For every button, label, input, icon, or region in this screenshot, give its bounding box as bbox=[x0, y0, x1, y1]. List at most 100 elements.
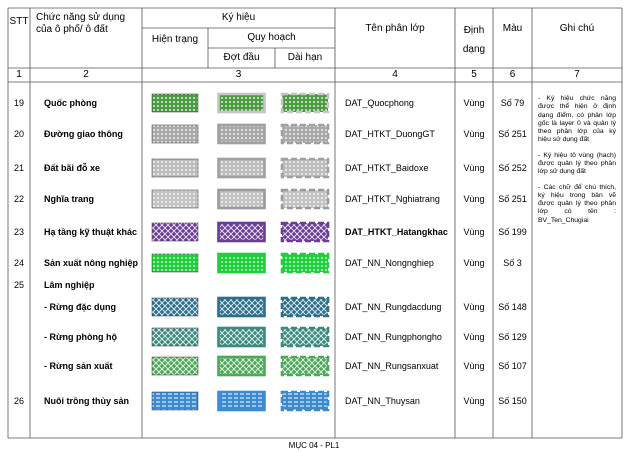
row-stt: 21 bbox=[13, 162, 24, 173]
header-layer: Tên phân lớp bbox=[365, 23, 425, 34]
row-name: Nuôi trồng thủy sản bbox=[44, 395, 129, 406]
row-name: - Rừng đặc dụng bbox=[44, 301, 117, 312]
row-layer: DAT_NN_Rungdacdung bbox=[345, 301, 442, 312]
column-number: 4 bbox=[392, 69, 398, 80]
row-layer: DAT_HTKT_Baidoxe bbox=[345, 162, 429, 173]
row-stt: 20 bbox=[13, 128, 24, 139]
column-number: 2 bbox=[83, 69, 89, 80]
notes-column: - Ký hiệu chức năng được thể hiện ở định… bbox=[538, 95, 616, 232]
row-format: Vùng bbox=[463, 395, 485, 406]
header-long-term: Dài hạn bbox=[287, 52, 323, 63]
row-stt bbox=[8, 329, 30, 345]
symbol-first-phase bbox=[217, 296, 266, 318]
row-layer: DAT_NN_Rungsanxuat bbox=[345, 360, 439, 371]
header-symbol: Ký hiệu bbox=[221, 12, 256, 23]
symbol-first-phase bbox=[217, 326, 266, 348]
symbol-current bbox=[151, 391, 199, 411]
symbol-long-term bbox=[280, 123, 330, 145]
row-name: Sản xuất nông nghiệp bbox=[44, 257, 138, 268]
symbol-long-term bbox=[280, 92, 330, 114]
symbol-current bbox=[151, 124, 199, 144]
header-format: Định dạng bbox=[462, 25, 486, 55]
symbol-first-phase bbox=[217, 390, 266, 412]
row-stt: 23 bbox=[13, 226, 24, 237]
symbol-long-term bbox=[280, 157, 330, 179]
symbol-long-term bbox=[280, 221, 330, 243]
column-number: 7 bbox=[574, 69, 580, 80]
row-stt: 25 bbox=[13, 279, 24, 290]
symbol-first-phase bbox=[217, 355, 266, 377]
note-item: - Ký hiệu chức năng được thể hiện ở định… bbox=[538, 95, 616, 144]
symbol-long-term bbox=[280, 326, 330, 348]
column-number: 6 bbox=[509, 69, 516, 80]
row-name: Lâm nghiệp bbox=[44, 279, 95, 290]
row-color: Số 252 bbox=[498, 162, 527, 173]
symbol-first-phase bbox=[217, 252, 266, 274]
symbol-current bbox=[151, 356, 199, 376]
header-planning: Quy hoạch bbox=[247, 32, 296, 43]
symbol-first-phase bbox=[217, 188, 266, 210]
row-layer: DAT_NN_Nongnghiep bbox=[345, 257, 434, 268]
row-name: - Rừng phòng hộ bbox=[44, 331, 117, 342]
header-current: Hiện trạng bbox=[151, 34, 199, 45]
symbol-current bbox=[151, 93, 199, 113]
row-format: Vùng bbox=[463, 128, 485, 139]
symbol-first-phase bbox=[217, 92, 266, 114]
symbol-long-term bbox=[280, 296, 330, 318]
symbol-first-phase bbox=[217, 221, 266, 243]
row-name: Đất bãi đỗ xe bbox=[44, 162, 101, 173]
row-format: Vùng bbox=[463, 97, 485, 108]
column-number: 5 bbox=[471, 69, 477, 80]
row-name: Nghĩa trang bbox=[44, 193, 95, 204]
row-format: Vùng bbox=[463, 257, 485, 268]
row-color: Số 199 bbox=[498, 226, 527, 237]
symbol-long-term bbox=[280, 252, 330, 274]
symbol-current bbox=[151, 158, 199, 178]
note-item: - Các chữ để chú thích, ký hiệu trong bả… bbox=[538, 183, 616, 224]
header-stt: STT bbox=[9, 16, 29, 27]
symbol-long-term bbox=[280, 355, 330, 377]
column-number: 1 bbox=[16, 69, 22, 80]
row-format: Vùng bbox=[463, 331, 485, 342]
row-layer: DAT_HTKT_Nghiatrang bbox=[345, 193, 440, 204]
row-color: Số 129 bbox=[498, 331, 527, 342]
row-layer: DAT_NN_Thuysan bbox=[345, 395, 420, 406]
note-item: - Ký hiệu tô vùng (hach) được quản lý th… bbox=[538, 151, 616, 176]
row-color: Số 107 bbox=[498, 360, 527, 371]
row-stt: 19 bbox=[13, 97, 24, 108]
row-color: Số 79 bbox=[500, 97, 525, 108]
row-stt: 22 bbox=[13, 193, 24, 204]
symbol-current bbox=[151, 253, 199, 273]
page-footer: MỤC 04 - PL1 bbox=[288, 441, 340, 450]
row-name: Hạ tầng kỹ thuật khác bbox=[44, 226, 138, 237]
row-stt: 24 bbox=[13, 257, 24, 268]
row-name: Quốc phòng bbox=[44, 97, 97, 108]
column-number: 3 bbox=[235, 69, 242, 80]
symbol-first-phase bbox=[217, 157, 266, 179]
row-layer: DAT_HTKT_Hatangkhac bbox=[345, 226, 448, 237]
symbol-first-phase bbox=[217, 123, 266, 145]
symbol-long-term bbox=[280, 390, 330, 412]
row-color: Số 251 bbox=[498, 128, 527, 139]
row-stt bbox=[8, 358, 30, 374]
row-name: - Rừng sản xuất bbox=[44, 360, 113, 371]
row-color: Số 148 bbox=[498, 301, 527, 312]
row-format: Vùng bbox=[463, 360, 485, 371]
row-color: Số 150 bbox=[498, 395, 527, 406]
row-name: Đường giao thông bbox=[44, 128, 123, 139]
header-color: Màu bbox=[502, 23, 523, 34]
row-layer: DAT_HTKT_DuongGT bbox=[345, 128, 435, 139]
symbol-current bbox=[151, 297, 199, 317]
row-color: Số 3 bbox=[503, 257, 522, 268]
symbol-current bbox=[151, 327, 199, 347]
row-layer: DAT_NN_Rungphongho bbox=[345, 331, 442, 342]
row-stt: 26 bbox=[13, 395, 24, 406]
row-layer: DAT_Quocphong bbox=[345, 97, 414, 108]
header-function: Chức năng sử dụng của ô phố/ ô đất bbox=[36, 12, 125, 35]
symbol-current bbox=[151, 189, 199, 209]
header-first-phase: Đợt đầu bbox=[223, 52, 260, 63]
row-color: Số 251 bbox=[498, 193, 527, 204]
row-format: Vùng bbox=[463, 301, 485, 312]
row-stt bbox=[8, 299, 30, 315]
